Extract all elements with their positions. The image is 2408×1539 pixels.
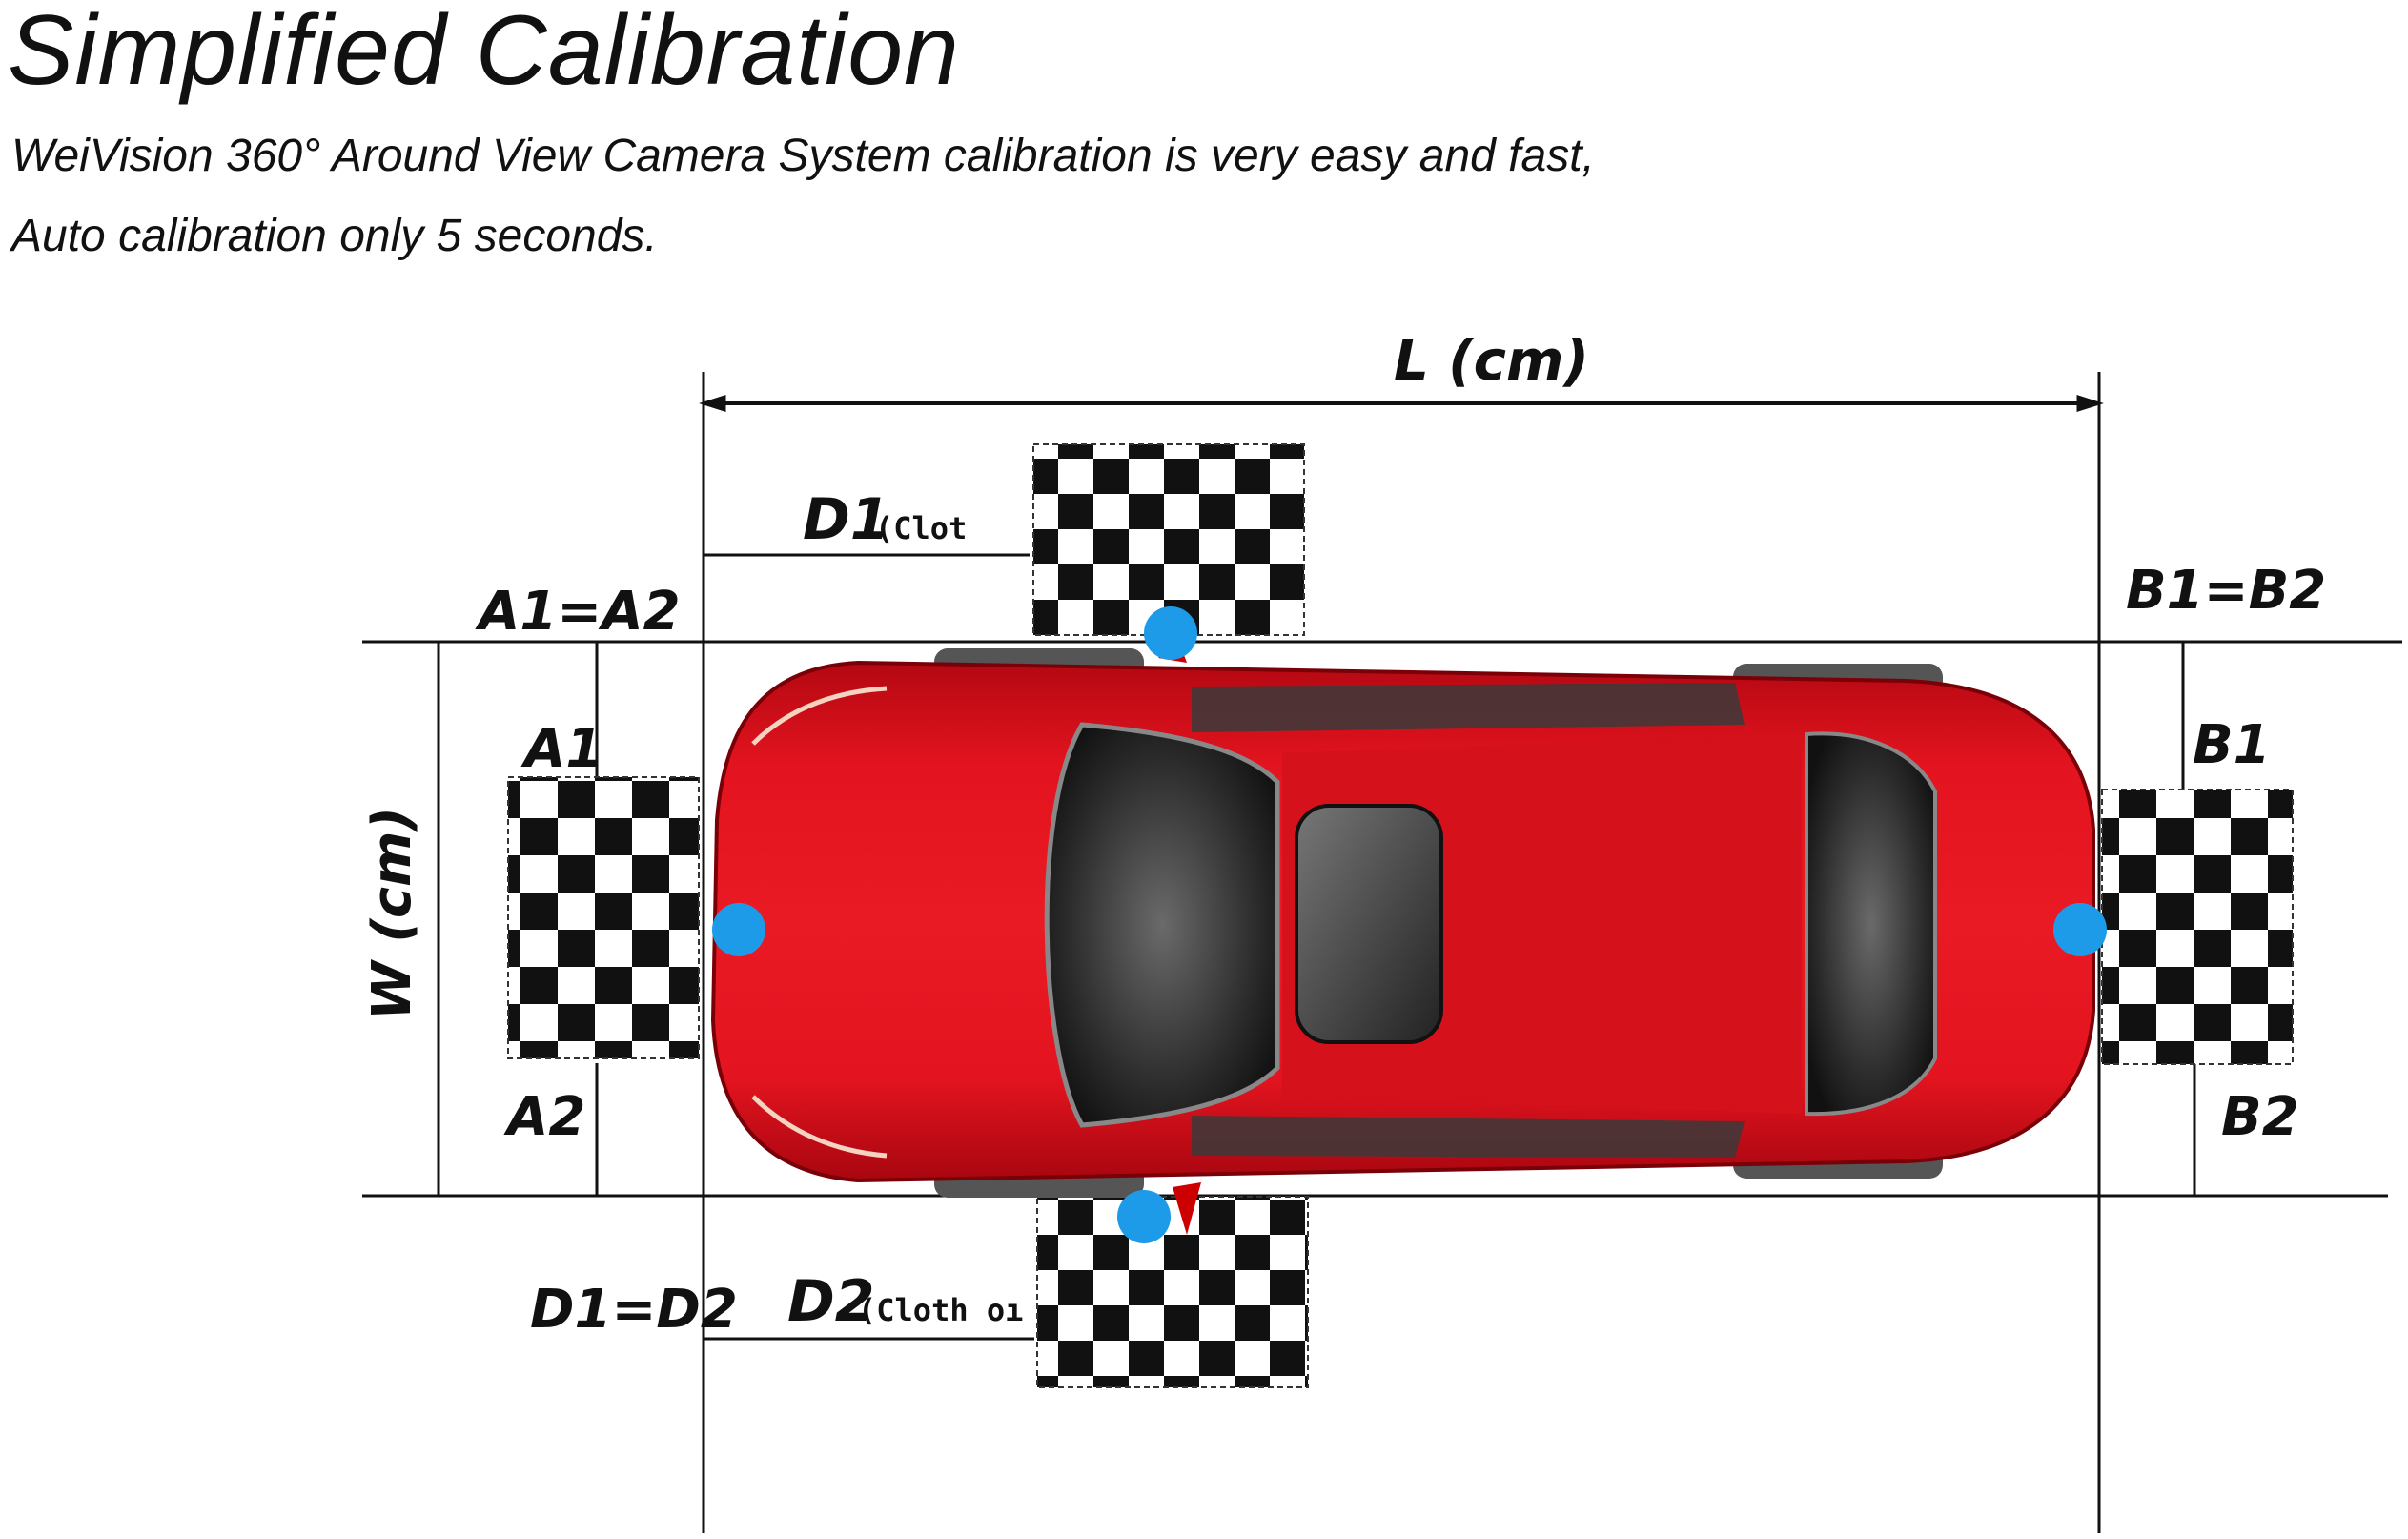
guide-lines: [362, 372, 2402, 1533]
b1-label: B1: [2193, 714, 2271, 776]
d1-label: D1: [803, 486, 890, 553]
checkerboard-front: [2101, 789, 2294, 1065]
checkerboard-front-right: [1036, 1196, 1309, 1388]
description-line-1: WeiVision 360° Around View Camera System…: [11, 131, 1595, 181]
car-top-view-icon: [710, 637, 2095, 1235]
d2-label: D2: [787, 1268, 875, 1335]
camera-dot-icon: [1117, 1190, 1171, 1243]
width-label: W (cm): [361, 807, 423, 1020]
a-equal-label: A1=A2: [475, 581, 681, 643]
d2-note: (Cloth oı: [858, 1292, 1023, 1328]
b-equal-label: B1=B2: [2126, 560, 2326, 622]
checkerboard-front-left: [1032, 443, 1305, 636]
camera-dot-icon: [1144, 606, 1197, 660]
d-equal-label: D1=D2: [530, 1279, 738, 1341]
a2-label: A2: [503, 1086, 585, 1148]
b2-label: B2: [2221, 1086, 2299, 1148]
page-title: Simplified Calibration: [8, 0, 960, 106]
d1-note: (Clot: [875, 510, 967, 546]
camera-dot-icon: [712, 903, 765, 956]
sunroof: [1295, 804, 1443, 1044]
checkerboard-rear: [507, 776, 700, 1059]
description-line-2: Auto calibration only 5 seconds.: [11, 211, 658, 261]
a1-label: A1: [520, 718, 602, 780]
length-label: L (cm): [1394, 328, 1589, 393]
camera-dot-icon: [2053, 903, 2107, 956]
